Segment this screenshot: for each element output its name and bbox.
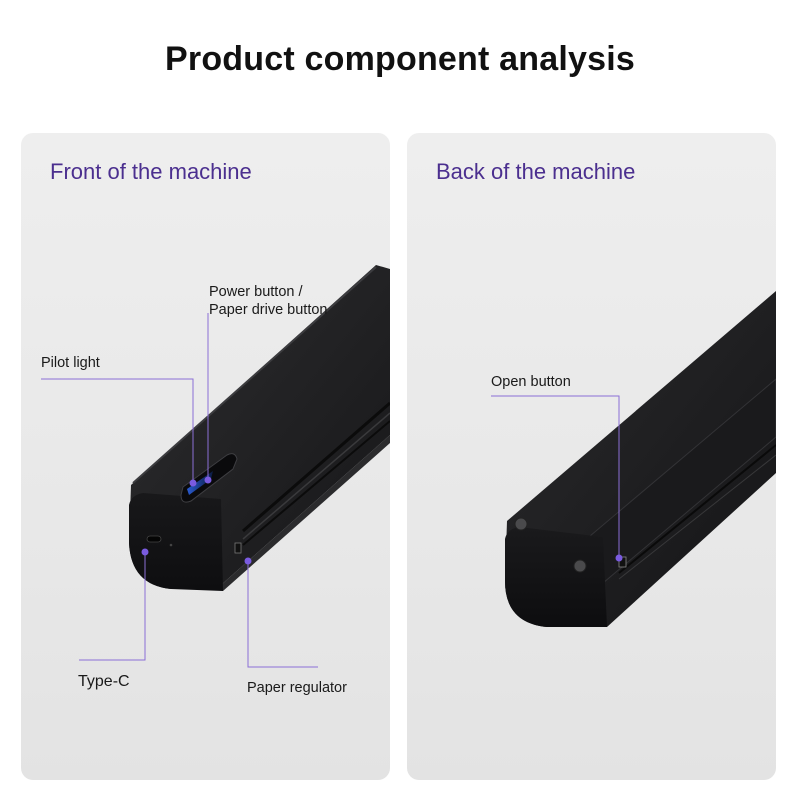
front-printer-illustration [41,265,390,668]
power-button-label-line2: Paper drive button [209,302,328,318]
front-panel-title: Front of the machine [50,159,252,184]
open-button [618,556,627,568]
callout-lines [41,313,318,668]
printer-side-face [221,435,390,591]
open-button-callout-dot [615,554,623,562]
type-c-port [146,535,162,543]
open-button-callout-line [491,395,620,558]
callout-dots [141,476,252,565]
back-screw-left [514,517,528,531]
front-panel: Front of the machine Power button / Pape… [21,133,390,780]
power-button-label: Power button / Paper drive button [209,283,328,319]
paper-regulator-label: Paper regulator [247,680,347,696]
paper-regulator-switch [234,542,242,554]
back-printer-illustration [491,291,776,627]
back-panel: Back of the machine Open button [407,133,776,780]
printer-front-face [129,493,223,591]
power-button-label-line1: Power button / [209,284,303,300]
pilot-light-label: Pilot light [41,355,100,371]
back-screw-right [573,559,587,573]
back-printer-front-face [505,527,607,627]
back-panel-title: Back of the machine [436,159,636,184]
open-button-label: Open button [491,374,571,390]
type-c-label: Type-C [78,673,130,690]
page-title: Product component analysis [165,40,635,78]
